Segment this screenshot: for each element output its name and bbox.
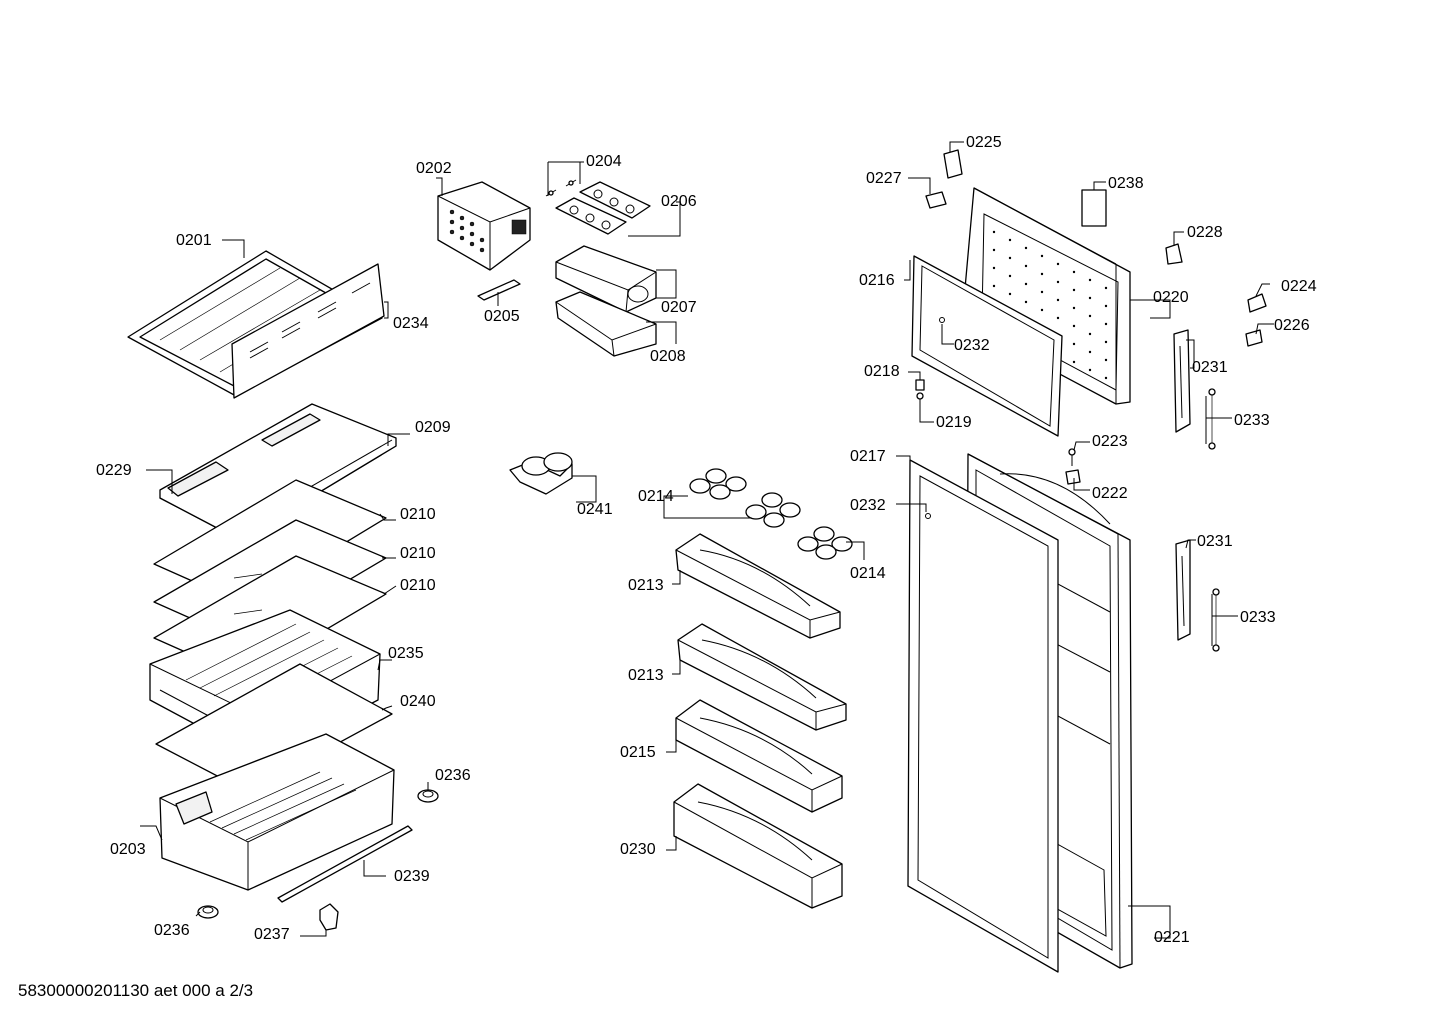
part-0209-rail-shelf bbox=[159, 403, 397, 541]
label-0238: 0238 bbox=[1108, 175, 1144, 192]
part-0232-upper-screw bbox=[939, 317, 945, 323]
label-0209: 0209 bbox=[415, 419, 451, 436]
label-0217: 0217 bbox=[850, 448, 886, 465]
label-0206: 0206 bbox=[661, 193, 697, 210]
part-0231-handle-upper bbox=[1173, 329, 1191, 433]
part-0219-screw bbox=[916, 392, 924, 414]
label-0228: 0228 bbox=[1187, 224, 1223, 241]
part-0239-trim-strip bbox=[277, 825, 413, 903]
part-0225-hinge-cap bbox=[943, 149, 963, 179]
part-0223-screw bbox=[1068, 448, 1076, 466]
part-0204-pins bbox=[545, 179, 577, 197]
part-0233-screws-lower bbox=[1212, 588, 1220, 652]
label-0225: 0225 bbox=[966, 134, 1002, 151]
label-0224: 0224 bbox=[1281, 278, 1317, 295]
part-0224-cap bbox=[1247, 293, 1267, 313]
label-0202: 0202 bbox=[416, 160, 452, 177]
part-0222-bracket bbox=[1065, 469, 1081, 485]
label-0214-a: 0214 bbox=[638, 488, 674, 505]
label-0237: 0237 bbox=[254, 926, 290, 943]
label-0235: 0235 bbox=[388, 645, 424, 662]
label-0205: 0205 bbox=[484, 308, 520, 325]
label-0239: 0239 bbox=[394, 868, 430, 885]
part-0230-door-bin-bottom bbox=[673, 783, 843, 909]
part-0232-lower-screw bbox=[925, 513, 931, 519]
label-0220: 0220 bbox=[1153, 289, 1189, 306]
part-0241-egg-tray bbox=[509, 452, 573, 495]
label-0210-c: 0210 bbox=[400, 577, 436, 594]
label-0232-b: 0232 bbox=[850, 497, 886, 514]
part-0214-egg-holders bbox=[689, 468, 853, 560]
label-0208: 0208 bbox=[650, 348, 686, 365]
label-0219: 0219 bbox=[936, 414, 972, 431]
label-0240: 0240 bbox=[400, 693, 436, 710]
label-0222: 0222 bbox=[1092, 485, 1128, 502]
part-0208-ice-bin-lower bbox=[555, 291, 657, 357]
label-0233-b: 0233 bbox=[1240, 609, 1276, 626]
label-0215: 0215 bbox=[620, 744, 656, 761]
label-0214-b: 0214 bbox=[850, 565, 886, 582]
part-0201-freezer-tray bbox=[127, 250, 383, 397]
label-0203: 0203 bbox=[110, 841, 146, 858]
part-0226-cover bbox=[1245, 329, 1263, 347]
label-0216: 0216 bbox=[859, 272, 895, 289]
label-0204: 0204 bbox=[586, 153, 622, 170]
part-0233-screws-upper bbox=[1208, 388, 1216, 450]
label-0241: 0241 bbox=[577, 501, 613, 518]
label-0232-a: 0232 bbox=[954, 337, 990, 354]
label-0231-b: 0231 bbox=[1197, 533, 1233, 550]
label-0210-b: 0210 bbox=[400, 545, 436, 562]
label-0223: 0223 bbox=[1092, 433, 1128, 450]
part-0218-bushing bbox=[915, 379, 925, 391]
part-0205-strip bbox=[477, 279, 521, 301]
label-0231-a: 0231 bbox=[1192, 359, 1228, 376]
label-0226: 0226 bbox=[1274, 317, 1310, 334]
part-0236-foot-left bbox=[197, 905, 219, 919]
label-0236-b: 0236 bbox=[154, 922, 190, 939]
label-0229: 0229 bbox=[96, 462, 132, 479]
label-0221: 0221 bbox=[1154, 929, 1190, 946]
label-0207: 0207 bbox=[661, 299, 697, 316]
drawing-reference: 58300000201130 aet 000 a 2/3 bbox=[18, 981, 254, 1000]
part-0227-cap bbox=[925, 191, 947, 209]
part-0236-foot-right bbox=[417, 789, 439, 803]
part-0237-clip bbox=[319, 903, 339, 931]
part-0202-housing bbox=[437, 181, 531, 271]
label-0213-b: 0213 bbox=[628, 667, 664, 684]
part-0216-freezer-gasket bbox=[911, 255, 1063, 437]
label-0210-a: 0210 bbox=[400, 506, 436, 523]
leader-lines bbox=[140, 141, 1274, 939]
part-0231-handle-lower bbox=[1175, 539, 1191, 641]
label-0236-a: 0236 bbox=[435, 767, 471, 784]
label-0213-a: 0213 bbox=[628, 577, 664, 594]
label-0233-a: 0233 bbox=[1234, 412, 1270, 429]
part-0213-door-bin-upper bbox=[675, 533, 841, 639]
part-0228-hinge bbox=[1165, 243, 1183, 265]
label-0234: 0234 bbox=[393, 315, 429, 332]
part-0234-flap bbox=[231, 263, 385, 399]
label-0218: 0218 bbox=[864, 363, 900, 380]
part-0238-label bbox=[1081, 189, 1107, 227]
part-0206-ice-trays bbox=[555, 181, 651, 235]
label-0230: 0230 bbox=[620, 841, 656, 858]
part-0207-ice-bin-upper bbox=[555, 245, 657, 313]
part-0203-vegetable-drawer bbox=[159, 733, 395, 891]
label-0201: 0201 bbox=[176, 232, 212, 249]
label-0227: 0227 bbox=[866, 170, 902, 187]
part-0217-fridge-gasket bbox=[907, 459, 1059, 973]
